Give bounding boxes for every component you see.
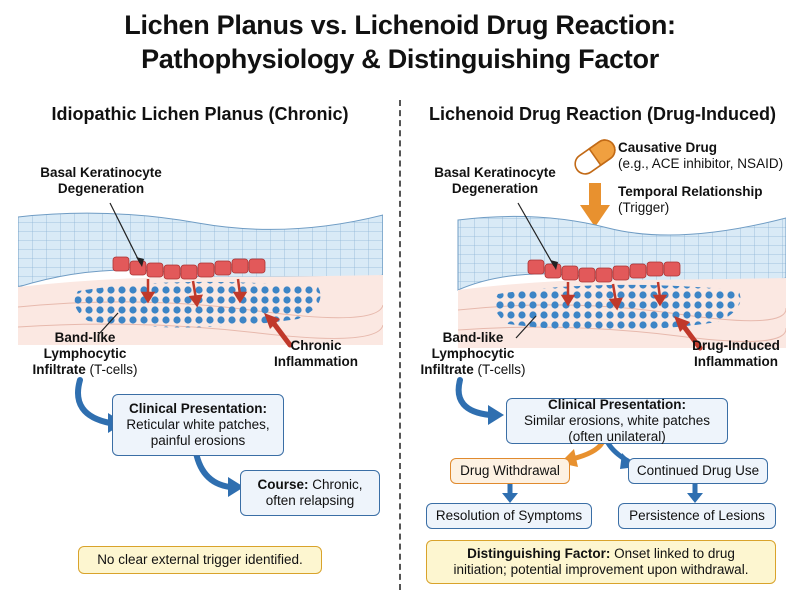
- left-clinical-body-2: painful erosions: [150, 433, 246, 448]
- left-label-basal-line-2: Degeneration: [57, 181, 145, 196]
- right-tissue-illustration: [457, 202, 786, 351]
- factor-body-1: Onset linked to drug: [614, 546, 735, 561]
- drug-head: Causative Drug: [618, 140, 718, 155]
- continued-drug-use-box: Continued Drug Use: [628, 458, 768, 484]
- right-label-basal-line-2: Degeneration: [451, 181, 539, 196]
- right-label-inflammation: Drug-Induced Inflammation: [680, 338, 792, 370]
- left-heading: Idiopathic Lichen Planus (Chronic): [51, 104, 349, 124]
- left-course-body-1: Chronic,: [312, 477, 363, 492]
- title-line-2: Pathophysiology & Distinguishing Factor: [141, 44, 659, 74]
- right-label-basal-line-1: Basal Keratinocyte: [434, 165, 556, 180]
- continued-drug-use-text: Continued Drug Use: [636, 463, 760, 478]
- left-note-box: No clear external trigger identified.: [78, 546, 322, 574]
- right-label-infiltrate-line-1: Band-like: [442, 330, 504, 345]
- left-label-inflammation: Chronic Inflammation: [262, 338, 370, 370]
- left-label-basal-line-1: Basal Keratinocyte: [40, 165, 162, 180]
- temporal-label: Temporal Relationship (Trigger): [618, 184, 763, 216]
- left-note-text: No clear external trigger identified.: [97, 552, 303, 567]
- left-label-inflammation-line-2: Inflammation: [273, 354, 358, 369]
- column-divider: [399, 100, 401, 590]
- basal-cell-row: [112, 256, 266, 280]
- left-course-body-2: often relapsing: [265, 493, 355, 508]
- right-label-infiltrate: Band-like Lymphocytic Infiltrate (T-cell…: [418, 330, 528, 378]
- right-label-basal: Basal Keratinocyte Degeneration: [420, 165, 570, 197]
- factor-body-2: initiation; potential improvement upon w…: [453, 562, 749, 577]
- left-label-infiltrate: Band-like Lymphocytic Infiltrate (T-cell…: [30, 330, 140, 378]
- page-title: Lichen Planus vs. Lichenoid Drug Reactio…: [0, 8, 800, 76]
- persistence-box: Persistence of Lesions: [618, 503, 776, 529]
- resolution-text: Resolution of Symptoms: [435, 508, 583, 523]
- left-clinical-body-1: Reticular white patches,: [126, 417, 270, 432]
- right-clinical-body-1: Similar erosions, white patches: [523, 413, 711, 428]
- left-label-basal: Basal Keratinocyte Degeneration: [26, 165, 176, 197]
- factor-head: Distinguishing Factor:: [467, 546, 611, 561]
- right-flow-arrows: [455, 377, 703, 503]
- persistence-text: Persistence of Lesions: [629, 508, 765, 523]
- right-label-inflammation-line-1: Drug-Induced: [692, 338, 780, 353]
- drug-pill-and-arrow: [574, 139, 616, 227]
- distinguishing-factor-box: Distinguishing Factor: Onset linked to d…: [426, 540, 776, 584]
- left-label-infiltrate-line-4: (T-cells): [89, 362, 138, 377]
- left-tissue-illustration: [18, 202, 383, 348]
- right-clinical-head: Clinical Presentation:: [547, 397, 687, 412]
- basal-cell-row: [527, 259, 681, 283]
- left-label-infiltrate-line-1: Band-like: [54, 330, 116, 345]
- right-label-infiltrate-line-2: Lymphocytic: [431, 346, 515, 361]
- left-course-head: Course:: [257, 477, 309, 492]
- left-course-box: Course: Chronic, often relapsing: [240, 470, 380, 516]
- left-label-infiltrate-line-2: Lymphocytic: [43, 346, 127, 361]
- title-line-1: Lichen Planus vs. Lichenoid Drug Reactio…: [124, 10, 676, 40]
- left-label-infiltrate-line-3: Infiltrate: [32, 362, 86, 377]
- left-clinical-head: Clinical Presentation:: [128, 401, 268, 416]
- right-clinical-body-2: (often unilateral): [568, 429, 666, 444]
- right-clinical-box: Clinical Presentation: Similar erosions,…: [506, 397, 728, 444]
- resolution-box: Resolution of Symptoms: [426, 503, 592, 529]
- drug-withdrawal-text: Drug Withdrawal: [460, 463, 560, 478]
- right-label-infiltrate-line-4: (T-cells): [477, 362, 526, 377]
- drug-withdrawal-box: Drug Withdrawal: [450, 458, 570, 484]
- capsule-icon: [574, 139, 616, 175]
- temporal-head: Temporal Relationship: [618, 184, 763, 199]
- right-label-infiltrate-line-3: Infiltrate: [420, 362, 474, 377]
- right-label-inflammation-line-2: Inflammation: [693, 354, 778, 369]
- left-label-inflammation-line-1: Chronic: [290, 338, 342, 353]
- left-clinical-box: Clinical Presentation: Reticular white p…: [112, 394, 284, 456]
- drug-sub: (e.g., ACE inhibitor, NSAID): [618, 156, 784, 171]
- drug-label: Causative Drug (e.g., ACE inhibitor, NSA…: [618, 140, 783, 172]
- temporal-sub: (Trigger): [618, 200, 670, 215]
- right-heading: Lichenoid Drug Reaction (Drug-Induced): [429, 104, 776, 124]
